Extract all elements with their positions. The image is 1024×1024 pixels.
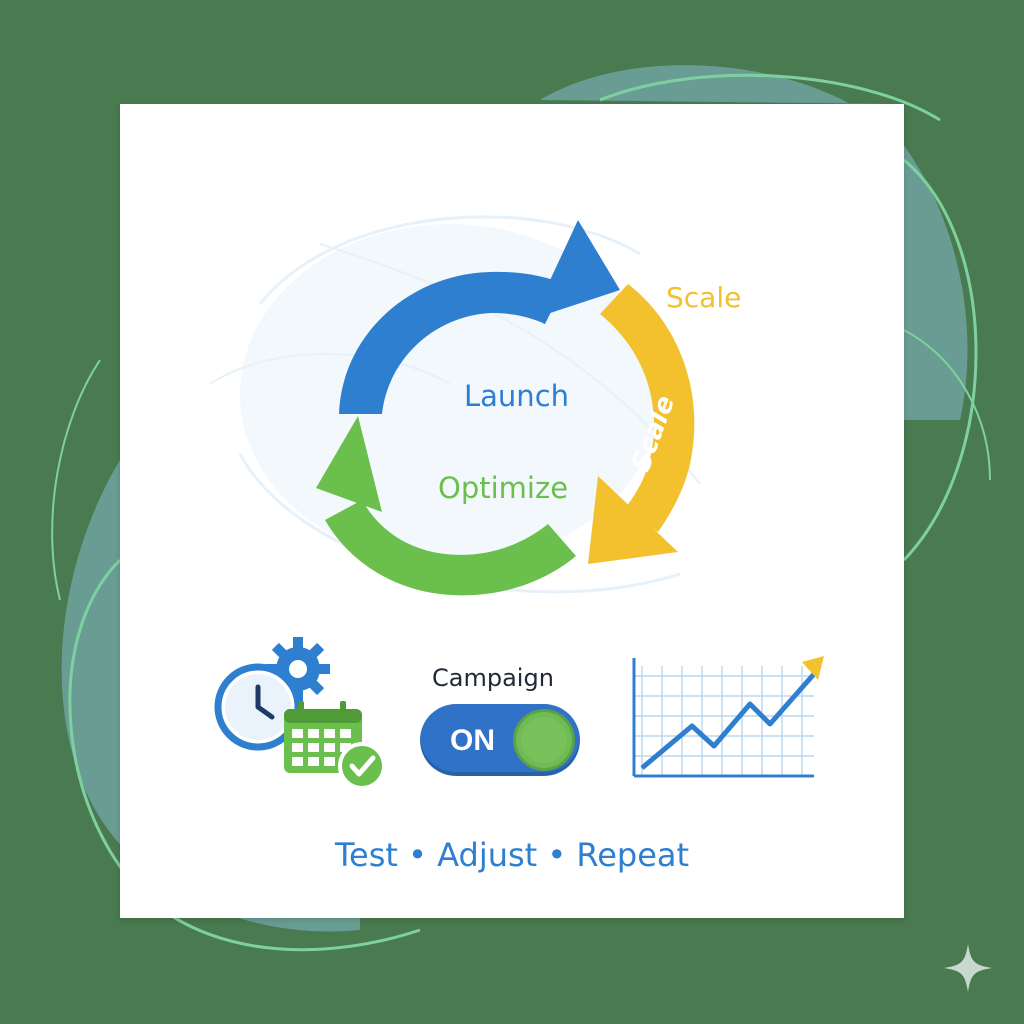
checkmark-icon — [338, 742, 386, 790]
toggle-knob[interactable] — [516, 712, 572, 768]
growth-chart-icon — [632, 656, 824, 778]
scale-label: Scale — [666, 281, 742, 314]
clock-icon — [214, 663, 302, 751]
optimize-arrow — [316, 416, 576, 596]
launch-label: Launch — [464, 379, 570, 413]
campaign-toggle[interactable]: ON — [420, 704, 580, 776]
campaign-title: Campaign — [432, 664, 554, 692]
tagline: Test • Adjust • Repeat — [334, 836, 690, 874]
toggle-label: ON — [450, 724, 495, 757]
diagram-card: Launch Optimize Scale Scale Campaign ON … — [120, 104, 904, 918]
launch-arrow — [339, 220, 620, 414]
scale-arrow — [588, 284, 695, 564]
optimize-label: Optimize — [438, 471, 569, 505]
sparkle-icon — [944, 944, 992, 992]
